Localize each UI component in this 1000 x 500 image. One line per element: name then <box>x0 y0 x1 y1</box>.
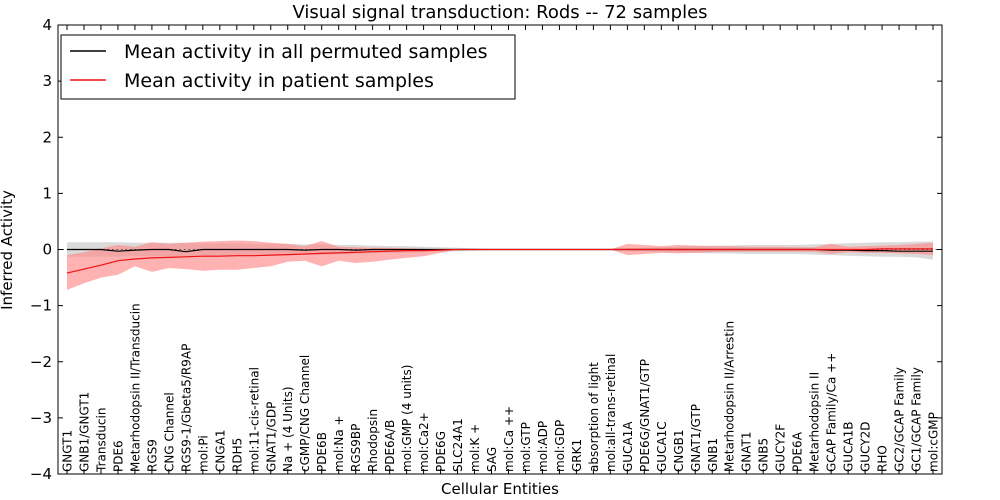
x-category-label: mol:GMP (4 units) <box>400 365 414 472</box>
x-category-label: RGS9BP <box>349 424 363 472</box>
x-category-label: RDH5 <box>230 438 244 472</box>
x-category-label: RGS9-1/Gbeta5/R9AP <box>179 344 193 472</box>
x-category-label: mol:cGMP <box>927 412 941 472</box>
y-tick-label: −2 <box>30 353 52 371</box>
x-category-label: GNAT1/GTP <box>689 404 703 472</box>
x-category-label: mol:K + <box>468 424 482 472</box>
y-tick-label: −3 <box>30 409 52 427</box>
x-category-label: GUCA1A <box>621 421 635 472</box>
x-category-label: cGMP/CNG Channel <box>298 355 312 472</box>
legend-box <box>60 34 516 100</box>
y-tick-label: −4 <box>30 465 52 483</box>
x-axis-label: Cellular Entities <box>441 480 559 498</box>
x-category-label: GUCA1B <box>842 421 856 472</box>
x-category-label: mol:ADP <box>536 421 550 472</box>
x-category-label: GNB1/GNGT1 <box>78 392 92 472</box>
y-tick-label: 3 <box>42 72 52 90</box>
x-category-label: GUCA1C <box>655 421 669 472</box>
x-category-label: mol:Ca ++ <box>502 406 516 472</box>
x-category-label: Transducin <box>95 408 109 473</box>
x-category-label: mol:Ca2+ <box>417 412 431 472</box>
x-category-label: PDE6B <box>315 432 329 472</box>
x-category-label: RHO <box>876 445 890 472</box>
x-category-label: GC2/GCAP Family <box>893 367 907 472</box>
x-category-label: GNGT1 <box>61 430 75 472</box>
x-category-label: mol:Pi <box>196 435 210 472</box>
x-category-label: Rhodopsin <box>366 409 380 472</box>
legend: Mean activity in all permuted samplesMea… <box>60 34 516 100</box>
x-category-label: mol:GTP <box>519 422 533 472</box>
y-tick-label: 4 <box>42 16 52 34</box>
x-category-label: CNGB1 <box>672 429 686 472</box>
x-category-label: mol:all-trans-retinal <box>604 354 618 472</box>
x-category-label: Na + (4 Units) <box>281 386 295 472</box>
x-category-label: PDE6A <box>791 431 805 472</box>
x-category-label: CNG Channel <box>162 392 176 472</box>
y-tick-label: −1 <box>30 297 52 315</box>
y-tick-label: 2 <box>42 128 52 146</box>
x-category-label: GRK1 <box>570 439 584 472</box>
x-category-label: PDE6G/GNAT1/GTP <box>638 359 652 472</box>
x-category-label: PDE6A/B <box>383 420 397 472</box>
x-category-label: GNB5 <box>757 438 771 472</box>
y-axis-label: Inferred Activity <box>0 190 16 310</box>
y-tick-label: 1 <box>42 184 52 202</box>
series-band-1 <box>67 240 933 290</box>
x-category-label: Metarhodopsin II <box>808 372 822 472</box>
x-category-label: GC1/GCAP Family <box>910 367 924 472</box>
x-category-label: SAG <box>485 447 499 472</box>
x-category-label: mol:Na + <box>332 415 346 472</box>
x-category-label: SLC24A1 <box>451 418 465 472</box>
x-category-label: mol:11-cis-retinal <box>247 367 261 472</box>
x-category-label: GNAT1/GDP <box>264 402 278 472</box>
x-category-label: PDE6 <box>111 440 125 472</box>
x-category-label: GUCY2F <box>774 424 788 472</box>
x-category-label: Metarhodopsin II/Transducin <box>128 303 142 472</box>
x-category-label: PDE6G <box>434 431 448 472</box>
y-tick-label: 0 <box>42 241 52 259</box>
x-category-label: GUCY2D <box>859 422 873 472</box>
x-category-label: CNGA1 <box>213 430 227 473</box>
series-line-1 <box>66 248 933 274</box>
legend-entry-label: Mean activity in all permuted samples <box>124 41 487 63</box>
x-category-label: GNAT1 <box>740 431 754 472</box>
x-category-label: mol:GDP <box>553 420 567 472</box>
legend-entry-label: Mean activity in patient samples <box>124 70 434 92</box>
x-category-label: absorption of light <box>587 362 601 472</box>
x-category-label: Metarhodopsin II/Arrestin <box>723 321 737 472</box>
x-category-label: RGS9 <box>145 439 159 472</box>
chart-title: Visual signal transduction: Rods -- 72 s… <box>292 2 707 23</box>
x-category-label: GNB1 <box>706 438 720 472</box>
x-category-label: GCAP Family/Ca ++ <box>825 353 839 472</box>
